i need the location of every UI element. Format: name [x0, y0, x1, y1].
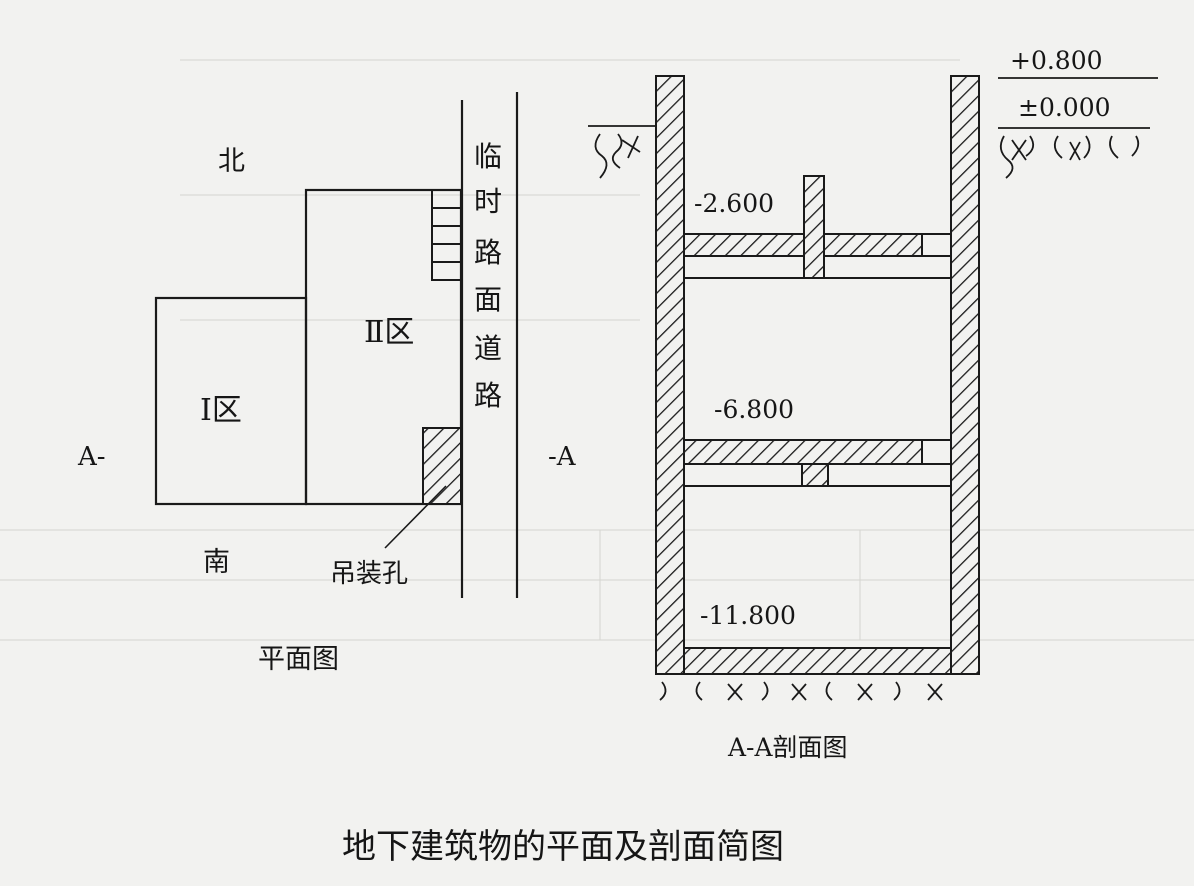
right-wall — [950, 75, 980, 675]
stair-steps — [431, 189, 462, 281]
south-label: 南 — [203, 547, 230, 578]
zone-2-label: Ⅱ区 — [364, 315, 414, 350]
road-label-char: 道 — [474, 332, 502, 365]
road-label-char: 路 — [474, 236, 502, 269]
left-wall — [655, 75, 685, 675]
section-mark-right: -A — [548, 442, 577, 472]
floor-2-slab — [683, 439, 923, 465]
floor-2-slab-unhatched — [921, 439, 952, 465]
road-label-char: 临 — [474, 140, 502, 173]
road-label: 临 时 路 面 道 路 — [474, 140, 502, 412]
road-label-char: 路 — [474, 379, 502, 412]
elevation-bottom: -11.800 — [700, 601, 796, 630]
zone-1-label: Ⅰ区 — [200, 393, 242, 428]
elevation-floor-1: -2.600 — [694, 189, 774, 218]
floor-1-column-stub — [803, 175, 825, 279]
floor-2-opening-mark — [801, 463, 829, 487]
soil-symbol-left — [588, 125, 655, 179]
hoist-hole — [422, 427, 462, 505]
soil-symbol-right — [998, 77, 1158, 179]
road-label-char: 时 — [474, 185, 502, 218]
plan-caption: 平面图 — [258, 644, 339, 675]
figure-title: 地下建筑物的平面及剖面简图 — [342, 827, 784, 867]
bleed-through-texture — [0, 59, 1194, 641]
section-mark-left: A- — [77, 442, 106, 472]
road-label-char: 面 — [474, 283, 502, 316]
north-label: 北 — [218, 146, 245, 177]
plan-view: 北 南 Ⅰ区 Ⅱ区 临 时 路 面 道 路 吊装孔 A- -A 平面图 — [77, 92, 577, 675]
hoist-hole-label: 吊装孔 — [330, 559, 408, 589]
section-view: +0.800 ±0.000 -2.600 -6.800 -11.800 A-A剖… — [588, 46, 1158, 762]
hoist-hole-leader — [384, 485, 447, 549]
elevation-top: +0.800 — [1010, 46, 1103, 75]
soil-symbol-bottom — [659, 681, 943, 701]
elevation-ground: ±0.000 — [1018, 93, 1111, 122]
bottom-slab — [683, 647, 952, 675]
floor-1-slab-unhatched — [921, 233, 952, 257]
section-caption: A-A剖面图 — [727, 733, 848, 762]
elevation-floor-2: -6.800 — [714, 395, 794, 424]
